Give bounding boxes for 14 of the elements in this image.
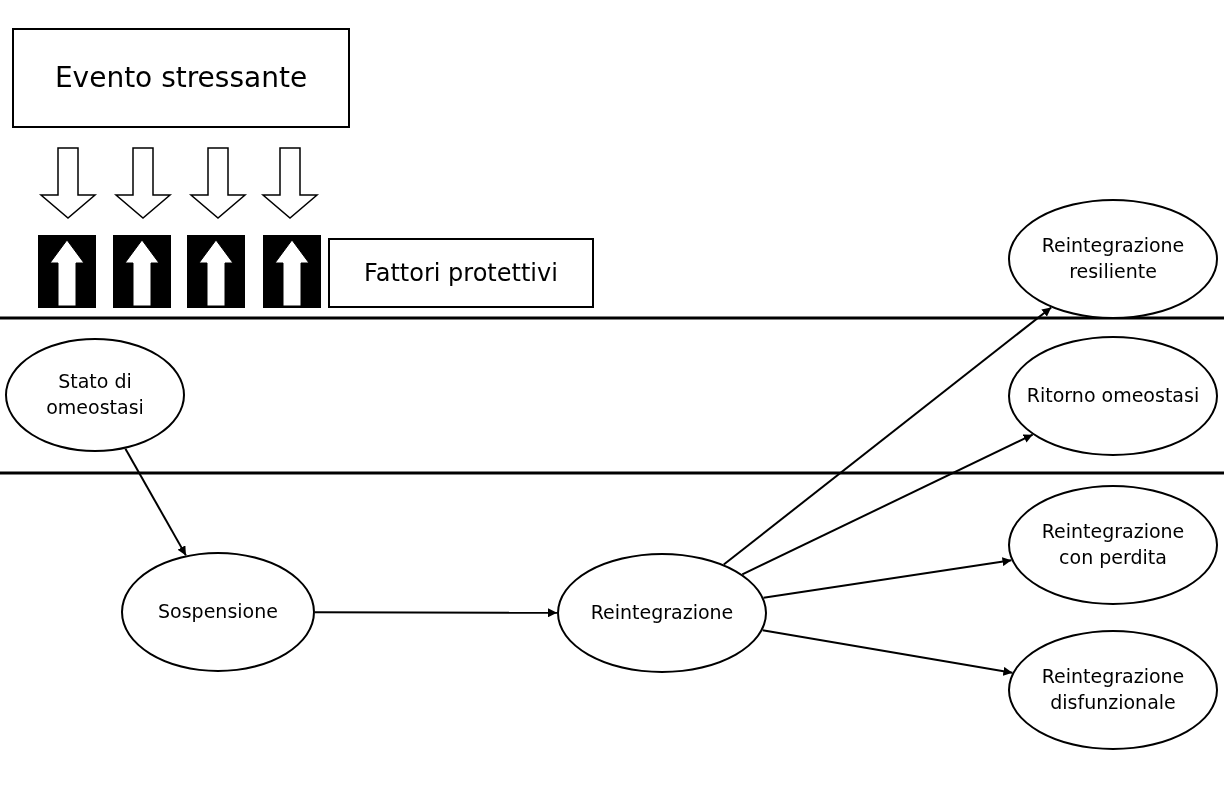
node-label: Fattori protettivi xyxy=(364,257,558,289)
node-label: Reintegrazione resiliente xyxy=(1040,233,1186,284)
node-label: Ritorno omeostasi xyxy=(1026,383,1200,409)
node-label: Evento stressante xyxy=(54,60,308,97)
node-label: Sospensione xyxy=(158,599,278,625)
arrow xyxy=(741,433,1034,576)
node-label: Reintegrazione xyxy=(590,600,734,626)
arrow xyxy=(722,306,1053,566)
arrow xyxy=(314,608,558,618)
process-box xyxy=(328,238,594,308)
node-label: Stato di omeostasi xyxy=(45,369,145,420)
node-label: Reintegrazione con perdita xyxy=(1040,519,1186,570)
process-box xyxy=(12,28,350,128)
node-label: Reintegrazione disfunzionale xyxy=(1040,664,1186,715)
